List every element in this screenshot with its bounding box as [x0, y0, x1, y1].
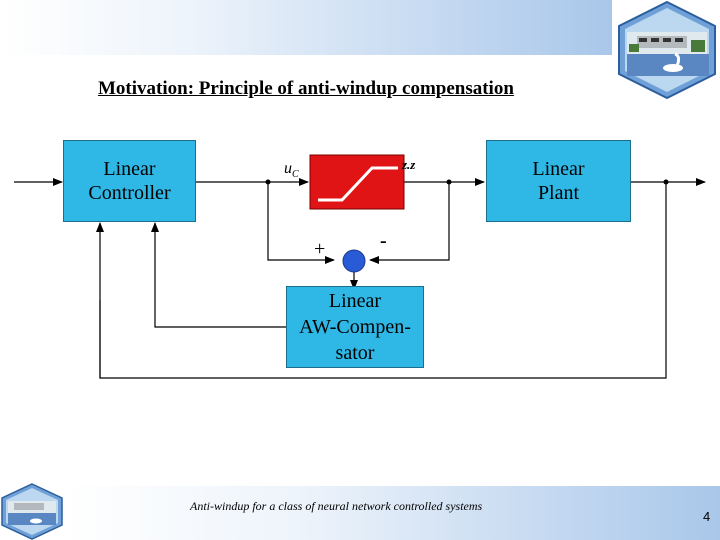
compensator-label-line2: AW-Compen-: [299, 316, 411, 338]
compensator-label-line3: sator: [335, 342, 375, 364]
controller-label-line1: Linear: [103, 158, 156, 180]
z-label: z.z: [402, 157, 416, 172]
header-band: [0, 0, 612, 55]
footer-text: Anti-windup for a class of neural networ…: [190, 499, 483, 513]
plus-sign: +: [314, 238, 326, 260]
branch-point: [446, 179, 452, 185]
uc-label: uC: [284, 160, 299, 181]
signal-lines: [14, 154, 706, 379]
compensator-label-line1: Linear: [328, 290, 382, 312]
logo-icon: [1, 483, 63, 540]
logo-icon: [618, 0, 716, 100]
slide-title: Motivation: Principle of anti-windup com…: [98, 78, 514, 99]
aw-compensator-block: Linear AW-Compen- sator: [286, 286, 424, 368]
branch-point: [663, 179, 669, 185]
linear-plant-block: Linear Plant: [486, 140, 631, 222]
branch-point: [265, 179, 271, 185]
minus-sign: -: [380, 230, 387, 252]
plant-label-line1: Linear: [532, 158, 585, 180]
plant-label-line2: Plant: [537, 182, 580, 204]
footer-band: [64, 486, 720, 540]
page-number: 4: [703, 509, 711, 524]
summing-junction: [342, 249, 366, 273]
linear-controller-block: Linear Controller: [63, 140, 196, 222]
controller-label-line2: Controller: [88, 182, 171, 204]
saturation-curve: [318, 166, 398, 202]
